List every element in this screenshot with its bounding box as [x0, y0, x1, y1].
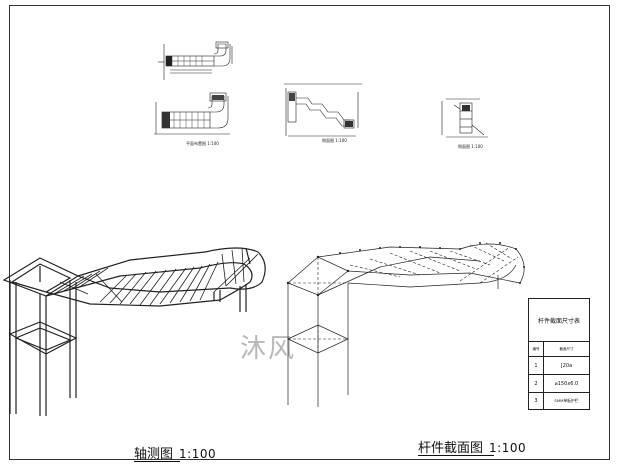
table-row: 1 [20a	[529, 357, 589, 375]
row-size: SMM单板护栏	[554, 398, 579, 403]
side-view-caption-1: 侧面图 1:100	[322, 138, 347, 143]
row-size: [20a	[560, 362, 573, 369]
watermark-logo: 沐风	[240, 334, 297, 364]
section-caption-scale: 1:100	[489, 441, 527, 455]
axonometric-caption: 轴测图 1:100	[134, 443, 216, 462]
side-view-caption-2: 侧面图 1:100	[458, 144, 483, 149]
plan-layout-caption: 平面布置图 1:100	[186, 141, 219, 146]
row-no: 3	[529, 393, 544, 409]
axonometric-caption-scale: 1:100	[179, 447, 217, 461]
row-size: ⌀150x6.0	[554, 380, 579, 387]
row-no: 2	[529, 375, 544, 392]
table-header-row: 编号 截面尺寸	[529, 342, 589, 357]
axonometric-caption-underline	[134, 461, 180, 462]
end-elevation-view	[441, 98, 488, 138]
section-caption-underline	[418, 455, 494, 456]
row-no: 1	[529, 357, 544, 374]
drawing-border	[9, 5, 610, 460]
side-elevation-view	[284, 83, 362, 137]
section-caption-title: 杆件截面图	[418, 441, 484, 456]
top-plan-view	[158, 41, 233, 80]
axonometric-caption-title: 轴测图	[134, 447, 174, 462]
plan-layout-view	[154, 92, 230, 135]
table-row: 2 ⌀150x6.0	[529, 375, 589, 393]
member-section-drawing	[286, 242, 525, 407]
section-caption: 杆件截面图 1:100	[418, 437, 526, 456]
table-title: 杆件截面尺寸表	[529, 299, 589, 342]
table-row: 3 SMM单板护栏	[529, 393, 589, 409]
header-size: 截面尺寸	[559, 346, 574, 351]
header-no: 编号	[529, 342, 544, 356]
axonometric-frame-drawing	[2, 247, 266, 416]
section-size-table: 杆件截面尺寸表 编号 截面尺寸 1 [20a 2 ⌀150x6.0 3 SMM单…	[528, 298, 590, 410]
